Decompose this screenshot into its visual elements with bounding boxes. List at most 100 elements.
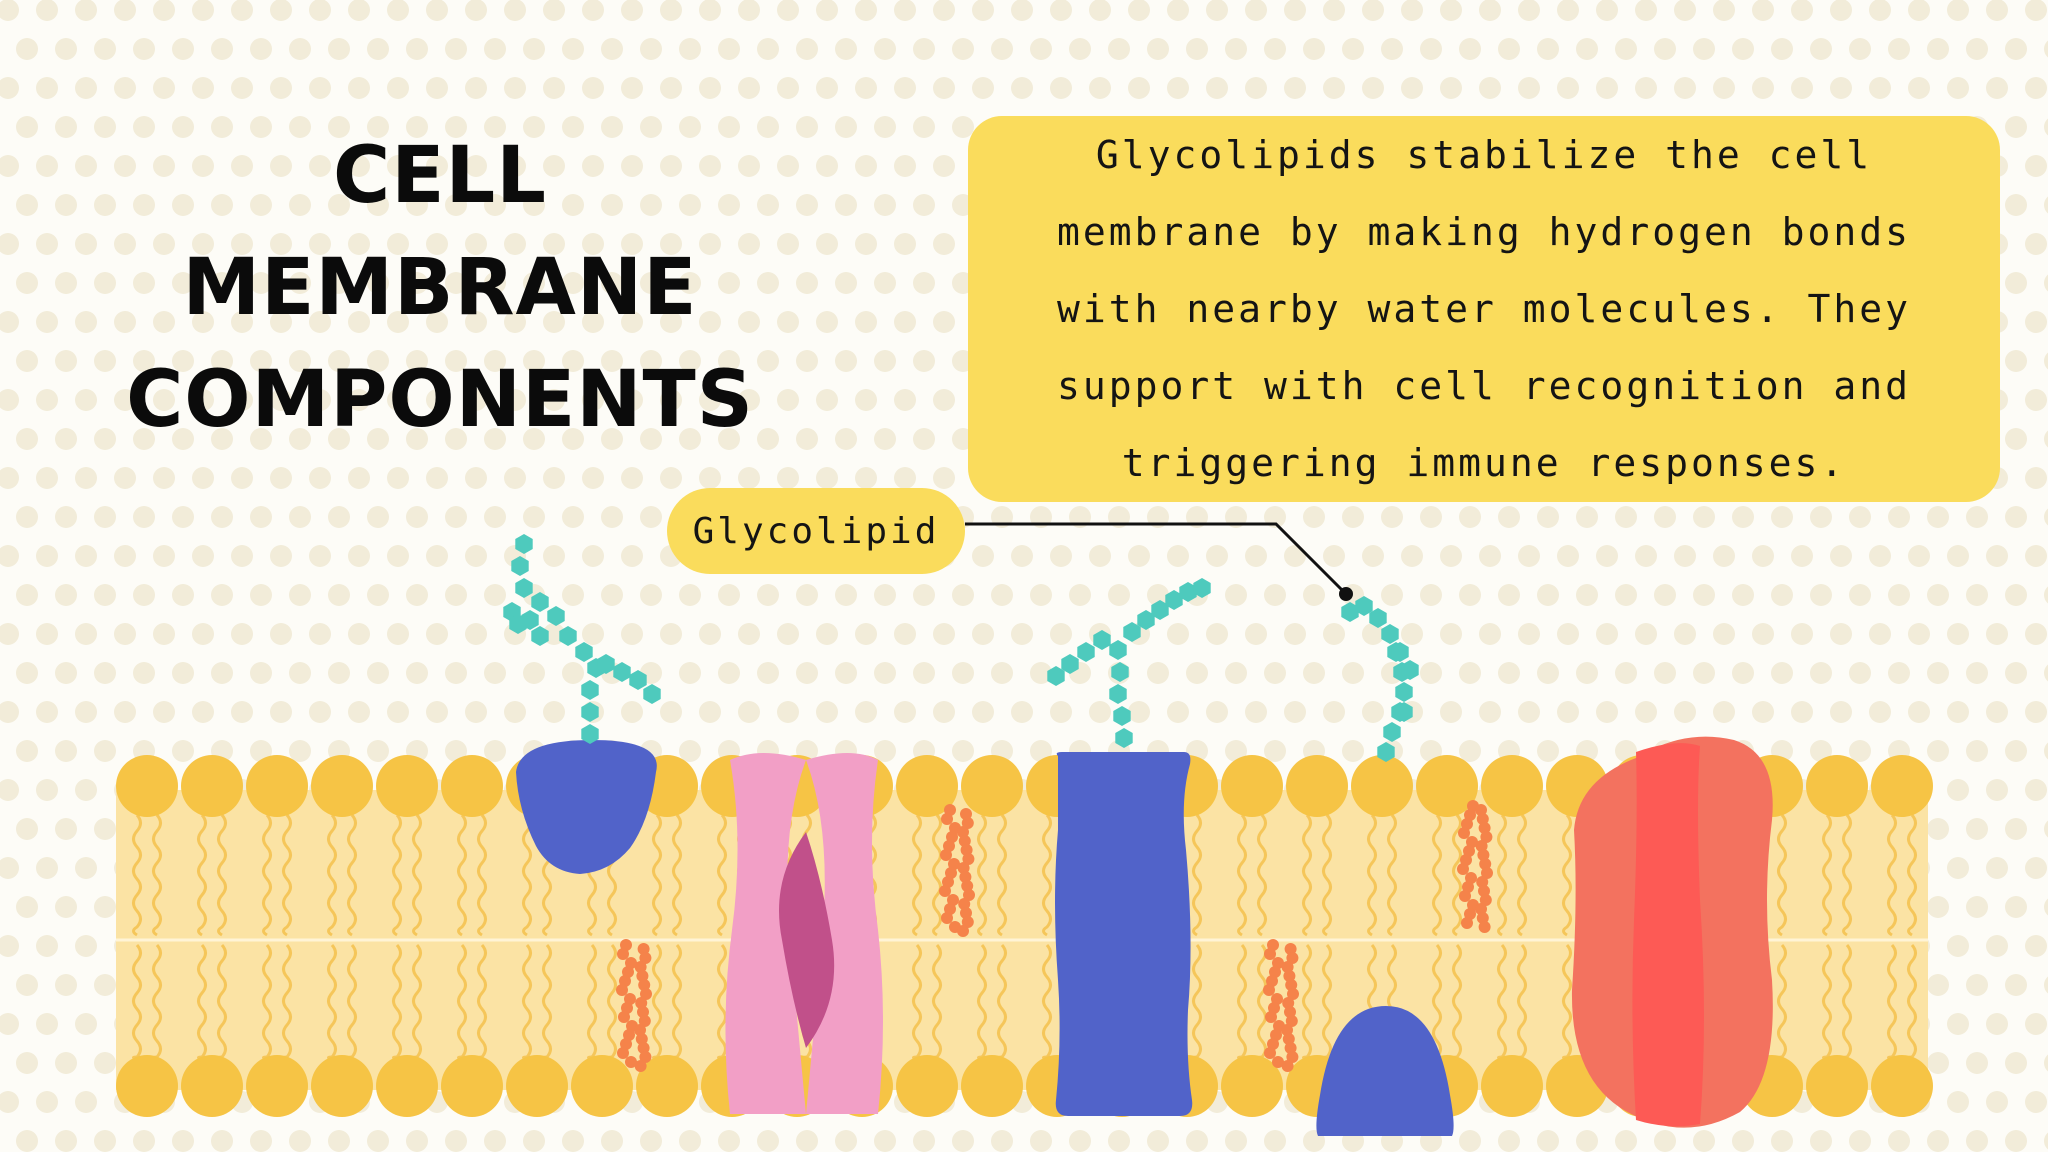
background-dot bbox=[757, 662, 779, 684]
background-dot bbox=[562, 1130, 584, 1152]
background-dot bbox=[250, 428, 272, 450]
cholesterol-bead bbox=[640, 988, 652, 1000]
cholesterol-bead bbox=[961, 916, 974, 928]
background-dot bbox=[1342, 662, 1364, 684]
background-dot bbox=[621, 467, 643, 489]
background-dot bbox=[1986, 857, 2008, 879]
background-dot bbox=[699, 467, 721, 489]
background-dot bbox=[679, 584, 701, 606]
background-dot bbox=[1537, 662, 1559, 684]
background-dot bbox=[387, 701, 409, 723]
background-dot bbox=[36, 0, 58, 21]
background-dot bbox=[0, 701, 19, 723]
background-dot bbox=[1849, 1130, 1871, 1152]
background-dot bbox=[2025, 1013, 2047, 1035]
background-dot bbox=[1381, 506, 1403, 528]
lipid-tail-top bbox=[1452, 814, 1462, 937]
background-dot bbox=[1654, 38, 1676, 60]
background-dot bbox=[2044, 976, 2048, 994]
background-dot bbox=[679, 194, 701, 216]
background-dot bbox=[796, 584, 818, 606]
background-dot bbox=[1927, 896, 1949, 918]
background-dot bbox=[1693, 506, 1715, 528]
background-dot bbox=[1693, 584, 1715, 606]
sugar-unit bbox=[1109, 684, 1127, 704]
background-dot bbox=[582, 545, 604, 567]
background-dot bbox=[484, 506, 506, 528]
background-dot bbox=[640, 1130, 662, 1152]
background-dot bbox=[1284, 77, 1306, 99]
background-dot bbox=[153, 389, 175, 411]
sugar-unit bbox=[1061, 654, 1079, 674]
transmembrane-protein bbox=[1055, 752, 1193, 1116]
cholesterol-bead bbox=[617, 948, 629, 960]
background-dot bbox=[16, 740, 38, 762]
background-dot bbox=[1947, 935, 1969, 957]
background-dot bbox=[406, 428, 428, 450]
phospholipid-head-bottom bbox=[246, 1055, 308, 1117]
phospholipid-head-bottom bbox=[1871, 1055, 1933, 1117]
cholesterol-bead bbox=[637, 943, 650, 955]
background-dot bbox=[289, 662, 311, 684]
background-dot bbox=[75, 233, 97, 255]
lipid-tail-top bbox=[412, 814, 422, 937]
cholesterol-bead bbox=[1282, 997, 1295, 1009]
lipid-tail-bottom bbox=[1822, 944, 1832, 1060]
background-dot bbox=[484, 428, 506, 450]
sugar-unit bbox=[581, 702, 599, 722]
background-dot bbox=[367, 506, 389, 528]
background-dot bbox=[465, 233, 487, 255]
background-dot bbox=[1089, 0, 1111, 21]
background-dot bbox=[348, 311, 370, 333]
background-dot bbox=[94, 506, 116, 528]
background-dot bbox=[484, 272, 506, 294]
background-dot bbox=[36, 311, 58, 333]
background-dot bbox=[2044, 664, 2048, 682]
background-dot bbox=[718, 272, 740, 294]
background-dot bbox=[738, 467, 760, 489]
background-dot bbox=[601, 428, 623, 450]
background-dot bbox=[153, 77, 175, 99]
background-dot bbox=[1050, 545, 1072, 567]
background-dot bbox=[738, 0, 760, 21]
background-dot bbox=[465, 0, 487, 21]
background-dot bbox=[679, 662, 701, 684]
background-dot bbox=[2005, 506, 2027, 528]
background-dot bbox=[2005, 896, 2027, 918]
cholesterol-bead bbox=[1459, 890, 1471, 902]
background-dot bbox=[289, 38, 311, 60]
lipid-tail-top bbox=[1322, 814, 1332, 937]
background-dot bbox=[1752, 623, 1774, 645]
background-dot bbox=[153, 311, 175, 333]
background-dot bbox=[328, 38, 350, 60]
phospholipid-head-bottom bbox=[181, 1055, 243, 1117]
background-dot bbox=[1576, 584, 1598, 606]
background-dot bbox=[1888, 584, 1910, 606]
background-dot bbox=[1810, 506, 1832, 528]
background-dot bbox=[1498, 506, 1520, 528]
background-dot bbox=[2025, 857, 2047, 879]
background-dot bbox=[153, 233, 175, 255]
background-dot bbox=[640, 584, 662, 606]
lipid-tail-bottom bbox=[1907, 944, 1917, 1060]
lipid-tail-bottom bbox=[542, 944, 552, 1060]
background-dot bbox=[1947, 857, 1969, 879]
background-dot bbox=[738, 233, 760, 255]
background-dot bbox=[367, 116, 389, 138]
background-dot bbox=[16, 818, 38, 840]
lipid-tail-top bbox=[1822, 814, 1832, 937]
background-dot bbox=[1674, 623, 1696, 645]
background-dot bbox=[933, 155, 955, 177]
background-dot bbox=[1167, 701, 1189, 723]
lipid-tail-bottom bbox=[152, 944, 162, 1060]
cholesterol-bead bbox=[940, 849, 952, 861]
background-dot bbox=[757, 1130, 779, 1152]
background-dot bbox=[1420, 38, 1442, 60]
background-dot bbox=[445, 272, 467, 294]
lipid-tail-top bbox=[652, 814, 662, 937]
background-dot bbox=[426, 77, 448, 99]
lipid-tail-top bbox=[1562, 814, 1572, 937]
lipid-tail-top bbox=[217, 814, 227, 937]
background-dot bbox=[270, 467, 292, 489]
phospholipid-head-top bbox=[1286, 755, 1348, 817]
